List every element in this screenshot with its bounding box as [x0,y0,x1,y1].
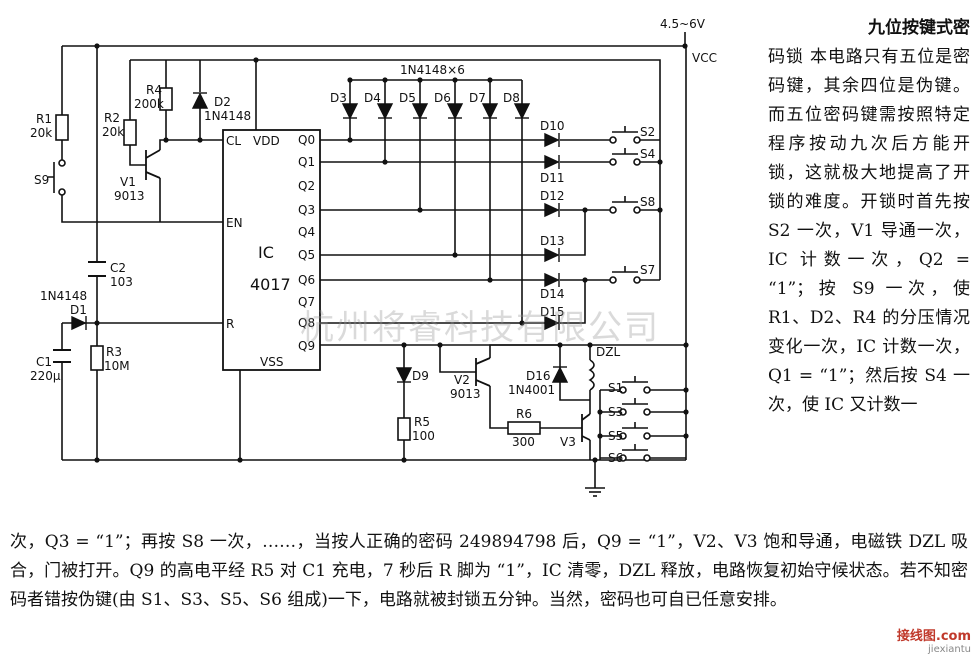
d5-label: D5 [399,91,416,105]
r4-value: 200k [134,97,164,111]
v2-label: V2 [454,373,470,387]
r6-value: 300 [512,435,535,449]
q6-pin: Q6 [298,273,315,287]
d2-value: 1N4148 [204,109,251,123]
c2-value: 103 [110,275,133,289]
d4-label: D4 [364,91,381,105]
d8-label: D8 [503,91,520,105]
ic-cl-pin: CL [226,134,241,148]
r4-label: R4 [146,83,162,97]
s2-label: S2 [640,125,655,139]
logo-main: 接线图 [896,629,936,644]
supply-voltage-label: 4.5~6V [660,17,706,31]
logo-sub: jiexiantu [928,644,971,655]
q0-pin: Q0 [298,133,315,147]
q9-pin: Q9 [298,339,315,353]
r6-label: R6 [516,407,532,421]
ic-vdd-pin: VDD [253,134,280,148]
q3-pin: Q3 [298,203,315,217]
ic-en-pin: EN [226,216,243,230]
c2-label: C2 [110,261,126,275]
d11-label: D11 [540,171,565,185]
logo-suffix: .com [935,629,971,644]
v2-value: 9013 [450,387,481,401]
r1-value: 20k [30,126,52,140]
s8-label: S8 [640,195,655,209]
description-side-body: 码锁 本电路只有五位是密码键，其余四位是伪键。而五位密码键需按照特定程序按动九次… [768,47,970,415]
watermark: 杭州将睿科技有限公司 [300,308,660,348]
d7-label: D7 [469,91,486,105]
c1-label: C1 [36,355,52,369]
ic-vss-pin: VSS [260,355,283,369]
circuit-schematic: 4.5~6V VCC 1N4148×6 R1 20k R2 20k R4 200… [30,17,717,497]
q2-pin: Q2 [298,179,315,193]
d6-label: D6 [434,91,451,105]
d3-label: D3 [330,91,347,105]
q5-pin: Q5 [298,248,315,262]
description-bottom: 次，Q3 = “1”；再按 S8 一次，……，当按人正确的密码 24989479… [10,532,968,610]
vcc-label: VCC [692,51,717,65]
r3-value: 10M [104,359,130,373]
d2-label: D2 [214,95,231,109]
v1-value: 9013 [114,189,145,203]
q1-pin: Q1 [298,155,315,169]
d9-label: D9 [412,369,429,383]
v1-label: V1 [120,175,136,189]
d1-value: 1N4148 [40,289,87,303]
d12-label: D12 [540,189,565,203]
r3-label: R3 [106,345,122,359]
d1-label: D1 [70,303,87,317]
d14-label: D14 [540,287,565,301]
ic-part-number: 4017 [250,275,291,294]
s9-label: S9 [34,173,49,187]
s4-label: S4 [640,147,655,161]
site-logo: 接线图.com jiexiantu [897,625,971,655]
r2-value: 20k [102,125,124,139]
v3-label: V3 [560,435,576,449]
c1-value: 220μ [30,369,61,383]
d10-label: D10 [540,119,565,133]
r5-label: R5 [414,415,430,429]
r5-value: 100 [412,429,435,443]
diode-array-label: 1N4148×6 [400,63,465,77]
d15-label: D15 [540,305,565,319]
r2-label: R2 [104,111,120,125]
s7-label: S7 [640,263,655,277]
s5-label: S5 [608,429,623,443]
r1-label: R1 [36,112,52,126]
q7-pin: Q7 [298,295,315,309]
s1-label: S1 [608,381,623,395]
s3-label: S3 [608,405,623,419]
dzl-label: DZL [596,345,620,359]
ic-label: IC [258,243,274,262]
description-side: 九位按键式密 码锁 本电路只有五位是密码键，其余四位是伪键。而五位密码键需按照特… [768,14,970,420]
d16-label: D16 [526,369,551,383]
q8-pin: Q8 [298,316,315,330]
ic-r-pin: R [226,317,234,331]
d13-label: D13 [540,234,565,248]
description-title: 九位按键式密 [868,18,970,38]
d16-value: 1N4001 [508,383,555,397]
s6-label: S6 [608,451,623,465]
q4-pin: Q4 [298,225,315,239]
